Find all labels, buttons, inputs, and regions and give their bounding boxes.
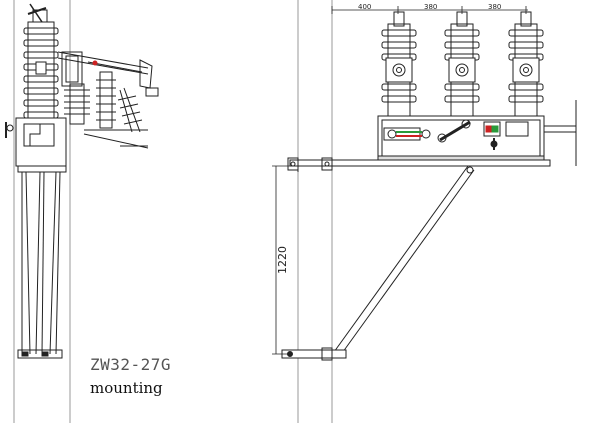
bottom-bracket [281,347,347,361]
side-support-insulators [64,71,149,149]
front-view [272,0,577,423]
phase-bushing-a [381,11,417,117]
side-mechanism-box [5,117,67,173]
dim-mount-height: 1220 [276,246,289,274]
side-top-terminal [27,3,48,23]
breaker-housing [377,115,545,161]
phase-bushing-b [444,11,480,117]
right-side-arm [544,100,577,166]
top-bracket [287,157,551,172]
top-dimension-line [331,6,528,14]
side-view [5,0,159,423]
phase-bushing-c [508,11,544,117]
caption-label: mounting [90,379,163,397]
height-dimension-line [272,165,290,355]
diagonal-brace [333,165,475,357]
side-disconnector-arm [57,51,159,97]
side-support-legs [17,171,63,359]
dim-left-offset: 400 [358,3,371,11]
model-label: ZW32-27G [90,355,172,374]
side-ct-box [61,51,83,87]
dim-phase-spacing-2: 380 [488,3,501,11]
dim-phase-spacing-1: 380 [424,3,437,11]
